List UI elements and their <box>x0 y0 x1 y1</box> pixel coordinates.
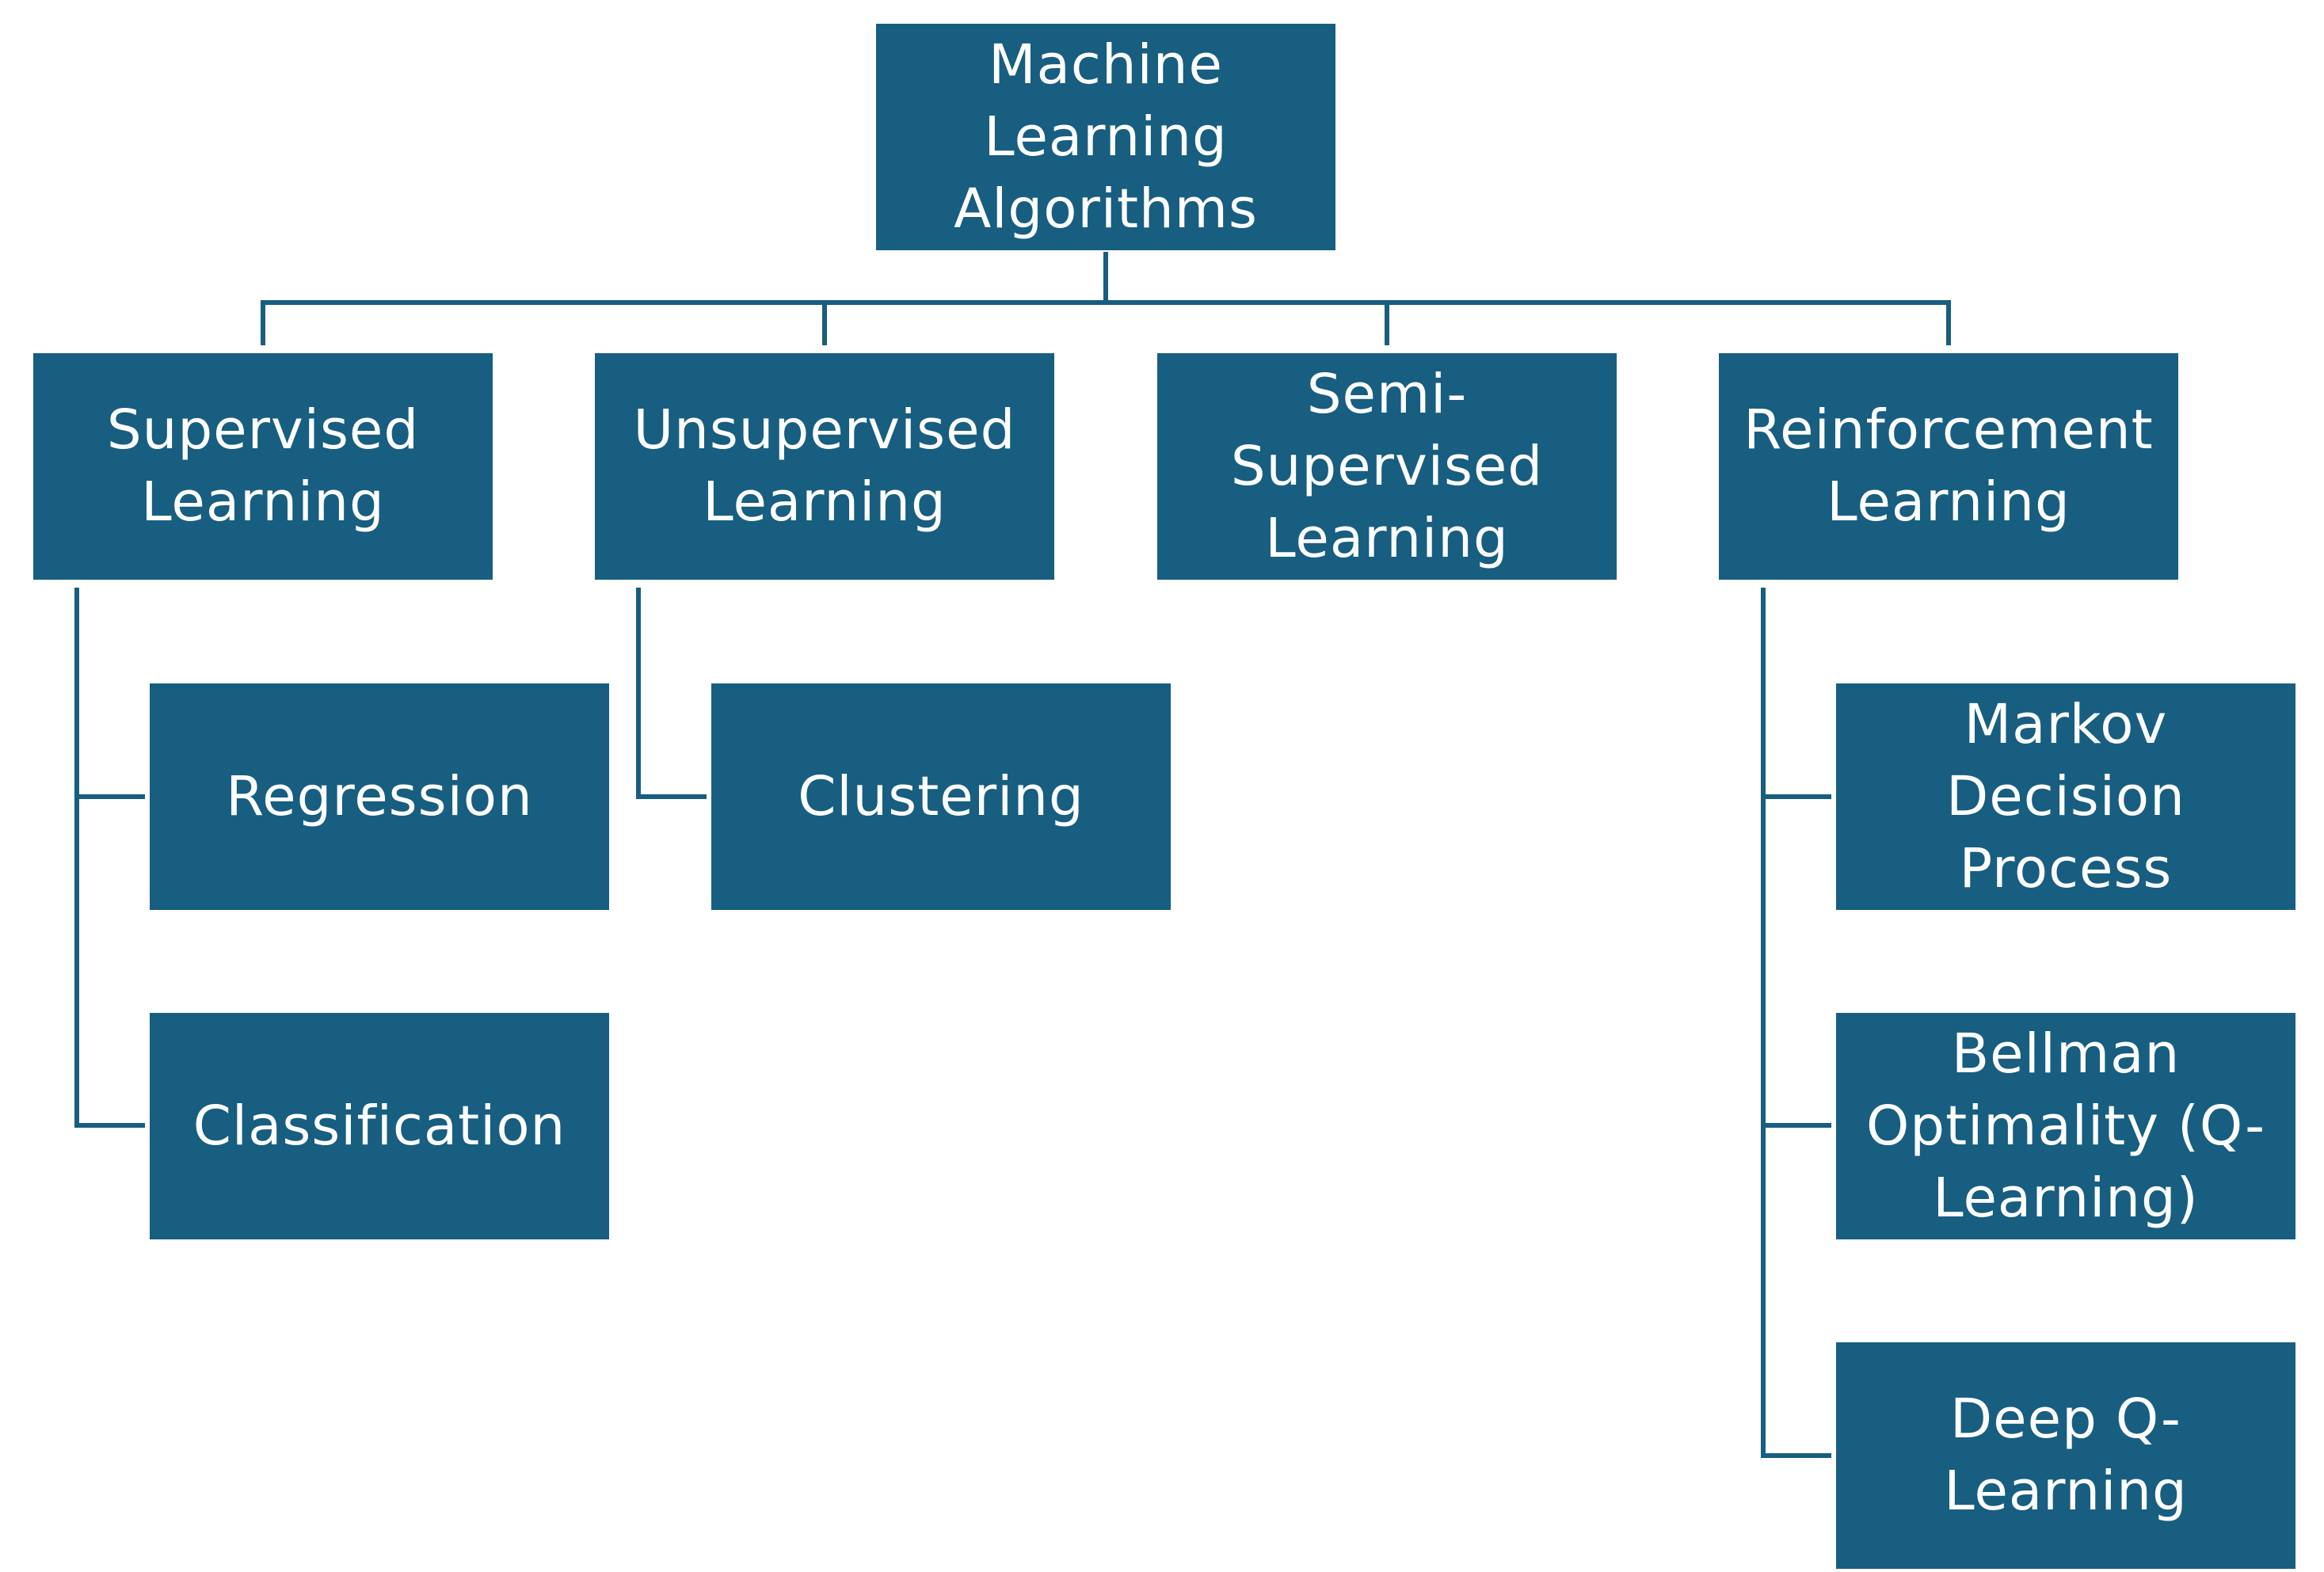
supervised-learning-label: Supervised Learning <box>106 398 420 534</box>
reinforcement-learning-label: Reinforcement Learning <box>1743 398 2154 534</box>
leaf-node-clustering: Clustering <box>711 683 1171 910</box>
markov-decision-process-label: Markov Decision Process <box>1946 692 2185 900</box>
reinforcement-spine <box>1761 588 1831 1458</box>
classification-label: Classification <box>192 1094 566 1158</box>
semi-supervised-learning-label: Semi- Supervised Learning <box>1230 362 1544 570</box>
leaf-node-classification: Classification <box>150 1013 609 1239</box>
category-node-supervised-learning: Supervised Learning <box>33 353 493 580</box>
leaf-node-regression: Regression <box>150 683 609 910</box>
root-node-machine-learning-algorithms: Machine Learning Algorithms <box>876 24 1335 250</box>
category-node-reinforcement-learning: Reinforcement Learning <box>1719 353 2178 580</box>
bellman-optimality-label: Bellman Optimality (Q- Learning) <box>1865 1022 2266 1230</box>
root-node-label: Machine Learning Algorithms <box>954 32 1258 241</box>
clustering-label: Clustering <box>798 764 1084 828</box>
category-node-unsupervised-learning: Unsupervised Learning <box>595 353 1054 580</box>
leaf-node-deep-q-learning: Deep Q- Learning <box>1836 1342 2295 1569</box>
regression-label: Regression <box>226 764 533 828</box>
leaf-node-markov-decision-process: Markov Decision Process <box>1836 683 2295 910</box>
unsupervised-spine <box>636 588 707 799</box>
leaf-node-bellman-optimality: Bellman Optimality (Q- Learning) <box>1836 1013 2295 1239</box>
deep-q-learning-label: Deep Q- Learning <box>1944 1387 2188 1523</box>
supervised-spine <box>74 588 145 1128</box>
category-node-semi-supervised-learning: Semi- Supervised Learning <box>1157 353 1617 580</box>
unsupervised-learning-label: Unsupervised Learning <box>633 398 1016 534</box>
